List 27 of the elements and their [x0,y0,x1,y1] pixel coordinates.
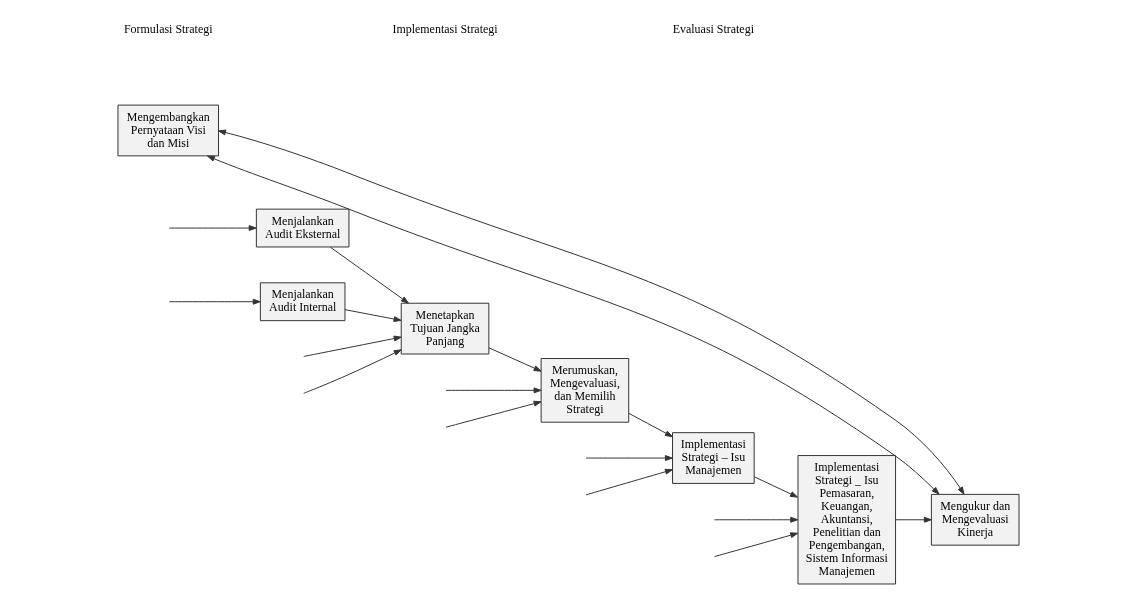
arrow [344,309,402,322]
arrow [168,225,257,231]
label: Implementasi Strategi [391,22,498,37]
arrow [487,347,542,372]
arrow [894,516,932,523]
arrow [302,349,402,394]
arrow [168,298,261,305]
arrow [445,400,542,428]
node-box: Mengukur dan Mengevaluasi Kinerja [930,493,1019,546]
node-box: Implementasi Strategi – Isu Manajemen [671,432,755,484]
node-box: Implementasi Strategi _ Isu Pemasaran, Keuangan, Akuntansi, Penelitian dan Pengembangan, Sistem Informasi Manajemen [797,455,896,585]
arrow [628,412,673,438]
label: Formulasi Strategi [123,22,213,37]
arrow [713,516,798,523]
arrow [445,387,542,394]
node-box: Menjalankan Audit Internal [259,282,345,322]
node-box: Menetapkan Tujuan Jangka Panjang [400,302,489,355]
arrow [753,476,798,498]
node-box: Menjalankan Audit Eksternal [255,208,349,248]
node-box: Mengembangkan Pernyataan Visi dan Misi [116,104,219,157]
arrow [329,246,409,304]
node-box: Merumuskan, Mengevaluasi, dan Memilih Strategi [540,358,629,423]
arrow [302,335,402,357]
label: Evaluasi Strategi [672,22,754,37]
arrow [585,468,673,496]
arrow [585,455,673,461]
arrow [713,532,798,558]
